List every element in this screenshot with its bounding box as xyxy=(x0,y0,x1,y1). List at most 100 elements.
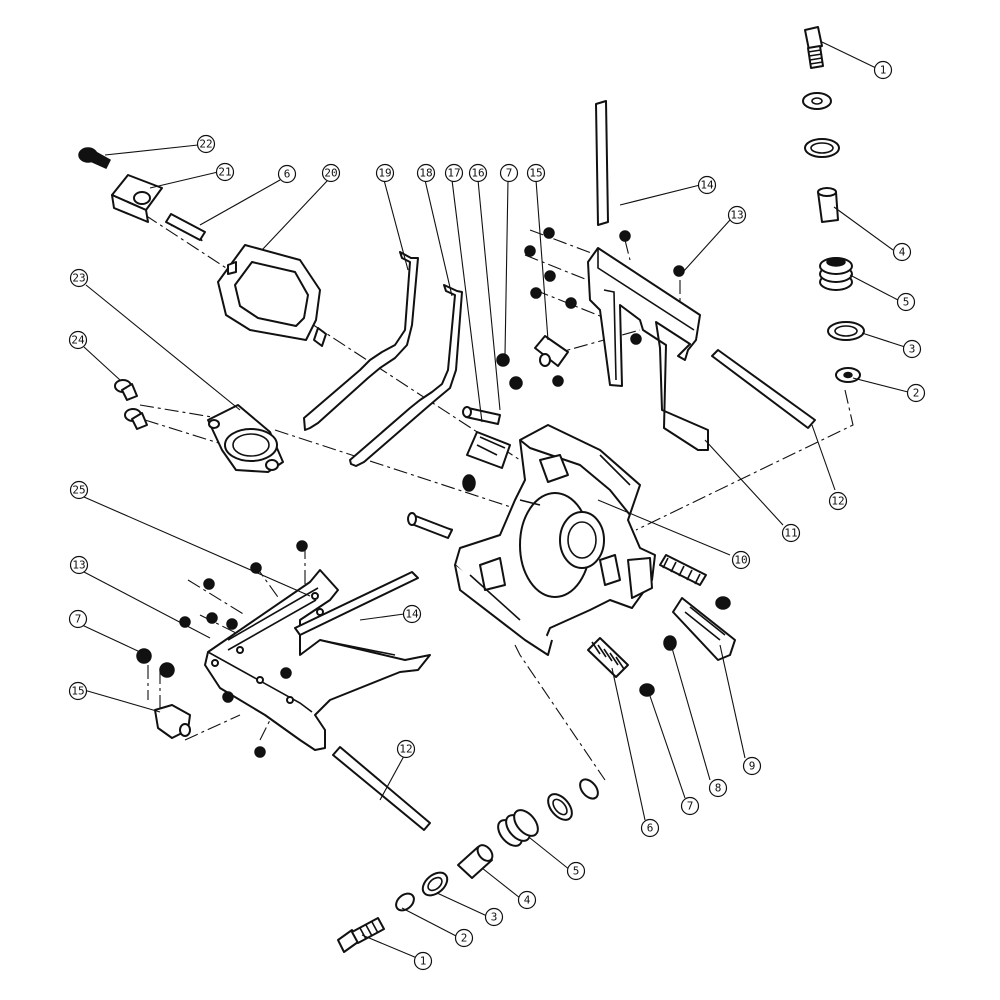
callout-16: 16 xyxy=(468,163,488,183)
callout-5-bottom: 5 xyxy=(566,861,586,881)
spring-6-right xyxy=(659,554,707,586)
right-bolt xyxy=(804,26,824,69)
bracket-25 xyxy=(204,569,431,751)
callout-9: 9 xyxy=(742,756,762,776)
screw-24-upper xyxy=(114,379,138,401)
bottom-small-washer xyxy=(395,892,415,912)
clip-15-upper xyxy=(534,335,569,367)
pin-16 xyxy=(462,406,501,425)
svg-text:3: 3 xyxy=(909,343,916,356)
callout-13: 13 xyxy=(727,205,747,225)
svg-text:22: 22 xyxy=(199,138,212,151)
bracket-11 xyxy=(587,247,709,451)
right-bottom-washer-hole xyxy=(843,371,853,379)
callout-20: 20 xyxy=(321,163,341,183)
callout-7-bottom: 7 xyxy=(680,796,700,816)
svg-text:6: 6 xyxy=(284,168,291,181)
callout-6: 6 xyxy=(277,164,297,184)
callout-8: 8 xyxy=(708,778,728,798)
svg-text:3: 3 xyxy=(491,911,498,924)
callout-2-bottom: 2 xyxy=(454,928,474,948)
svg-text:14: 14 xyxy=(700,179,714,192)
nut-right-of-spring xyxy=(715,596,731,610)
strip-12-upper xyxy=(711,349,816,429)
callout-12: 12 xyxy=(828,491,848,511)
callout-3: 3 xyxy=(902,339,922,359)
callout-24: 24 xyxy=(68,330,88,350)
callout-6-bottom: 6 xyxy=(640,818,660,838)
spring-6-bottom xyxy=(587,637,629,678)
callout-5: 5 xyxy=(896,292,916,312)
svg-text:13: 13 xyxy=(730,209,743,222)
nuts-lower-bracket xyxy=(136,540,308,758)
svg-text:12: 12 xyxy=(399,743,412,756)
screw-24-lower xyxy=(124,408,148,430)
callout-3-bottom: 3 xyxy=(484,907,504,927)
gasket-plate-20 xyxy=(217,244,327,347)
callout-25: 25 xyxy=(69,480,89,500)
callouts: 1 2 3 4 5 6 7 8 9 10 11 12 13 14 15 16 1… xyxy=(68,60,926,971)
screw-22 xyxy=(78,147,111,169)
callout-15-lower: 15 xyxy=(68,681,88,701)
svg-text:24: 24 xyxy=(71,334,85,347)
svg-text:7: 7 xyxy=(75,613,82,626)
right-small-washer-hole xyxy=(811,97,823,105)
clip-17 xyxy=(466,431,511,469)
callout-18: 18 xyxy=(416,163,436,183)
svg-text:7: 7 xyxy=(687,800,694,813)
svg-text:13: 13 xyxy=(72,559,85,572)
svg-text:4: 4 xyxy=(524,894,531,907)
bottom-bearing xyxy=(497,809,539,847)
right-lower-washer-hole xyxy=(834,325,858,337)
right-small-washer xyxy=(802,92,832,110)
bottom-bushing xyxy=(457,844,494,879)
bottom-bolt xyxy=(337,917,385,953)
nuts-upper-bracket xyxy=(496,227,685,390)
callout-12-lower: 12 xyxy=(396,739,416,759)
spring-6-left xyxy=(165,213,206,242)
svg-text:4: 4 xyxy=(899,246,906,259)
svg-text:17: 17 xyxy=(447,167,460,180)
callout-13-lower: 13 xyxy=(69,555,89,575)
bottom-large-washer xyxy=(421,871,449,897)
callout-22: 22 xyxy=(196,134,216,154)
bottom-lower-washer xyxy=(547,793,573,821)
svg-text:15: 15 xyxy=(71,685,84,698)
callout-2: 2 xyxy=(906,383,926,403)
svg-text:12: 12 xyxy=(831,495,844,508)
callout-4-bottom: 4 xyxy=(517,890,537,910)
svg-text:2: 2 xyxy=(913,387,920,400)
callout-15: 15 xyxy=(526,163,546,183)
svg-text:20: 20 xyxy=(324,167,337,180)
leader-lines xyxy=(81,41,909,959)
callout-7: 7 xyxy=(499,163,519,183)
right-bushing xyxy=(817,187,839,223)
callout-19: 19 xyxy=(375,163,395,183)
bell-housing-23 xyxy=(207,404,284,473)
callout-1-bottom: 1 xyxy=(413,951,433,971)
strip-bracket-18 xyxy=(349,284,463,467)
svg-text:14: 14 xyxy=(405,608,419,621)
svg-text:1: 1 xyxy=(880,64,887,77)
strip-14-lower xyxy=(294,571,419,636)
bolt-7-bottom xyxy=(639,683,655,697)
svg-text:5: 5 xyxy=(573,865,580,878)
callout-1: 1 xyxy=(873,60,893,80)
right-large-washer xyxy=(804,138,840,158)
svg-text:5: 5 xyxy=(903,296,910,309)
callout-17: 17 xyxy=(444,163,464,183)
svg-text:10: 10 xyxy=(734,554,747,567)
svg-text:9: 9 xyxy=(749,760,756,773)
bottom-lower-washer-hole xyxy=(552,798,568,816)
right-large-washer-hole xyxy=(810,142,834,154)
svg-text:6: 6 xyxy=(647,822,654,835)
svg-text:23: 23 xyxy=(72,272,85,285)
svg-text:1: 1 xyxy=(420,955,427,968)
svg-text:18: 18 xyxy=(419,167,432,180)
right-lower-washer xyxy=(827,321,865,341)
callout-23: 23 xyxy=(69,268,89,288)
svg-text:19: 19 xyxy=(378,167,391,180)
svg-text:15: 15 xyxy=(529,167,542,180)
svg-text:25: 25 xyxy=(72,484,85,497)
